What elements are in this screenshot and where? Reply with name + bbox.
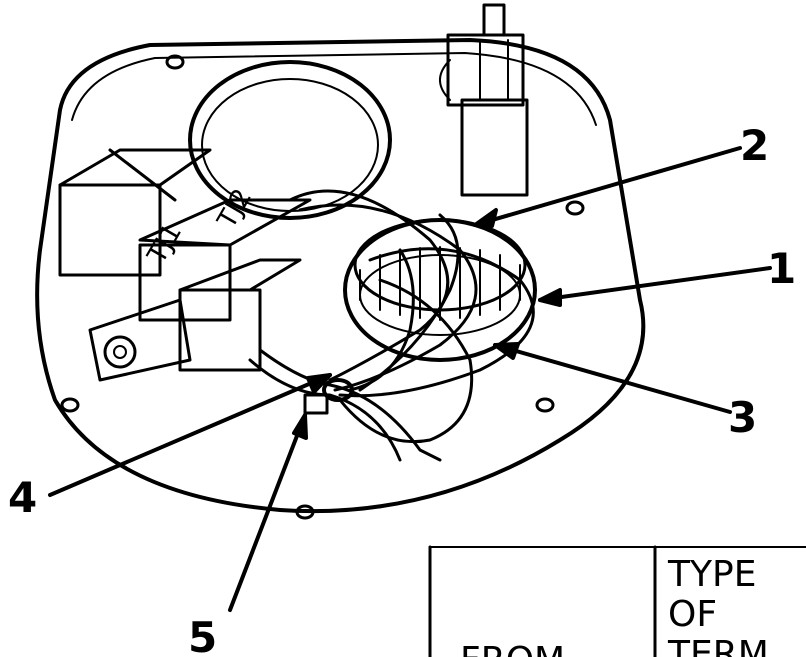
callout-5: 5 [188,613,217,657]
callout-2: 2 [740,121,769,170]
terminal-label-tj2: TJ2 [212,184,259,235]
table-header-type-line1: TYPE [667,554,756,595]
terminal-label-tj1: TJ1 [142,219,189,270]
table-header-from: FROM [460,640,565,657]
callout-4: 4 [8,473,37,522]
cable-tie [303,378,354,415]
switch-component [439,3,529,197]
table-fragment: FROM TYPE OF TERM [428,545,806,657]
screw-holes [60,54,585,520]
wire-harness [248,189,535,462]
table-header-type-line3: TERM [667,634,769,657]
toroidal-transformer [343,218,537,362]
callout-3: 3 [728,393,757,442]
leader-lines [48,146,772,612]
circular-opening [188,60,392,220]
table-header-type-line2: OF [668,594,717,635]
callout-1: 1 [767,244,796,293]
terminal-block-assembly [58,148,312,382]
mounting-plate [35,38,646,514]
